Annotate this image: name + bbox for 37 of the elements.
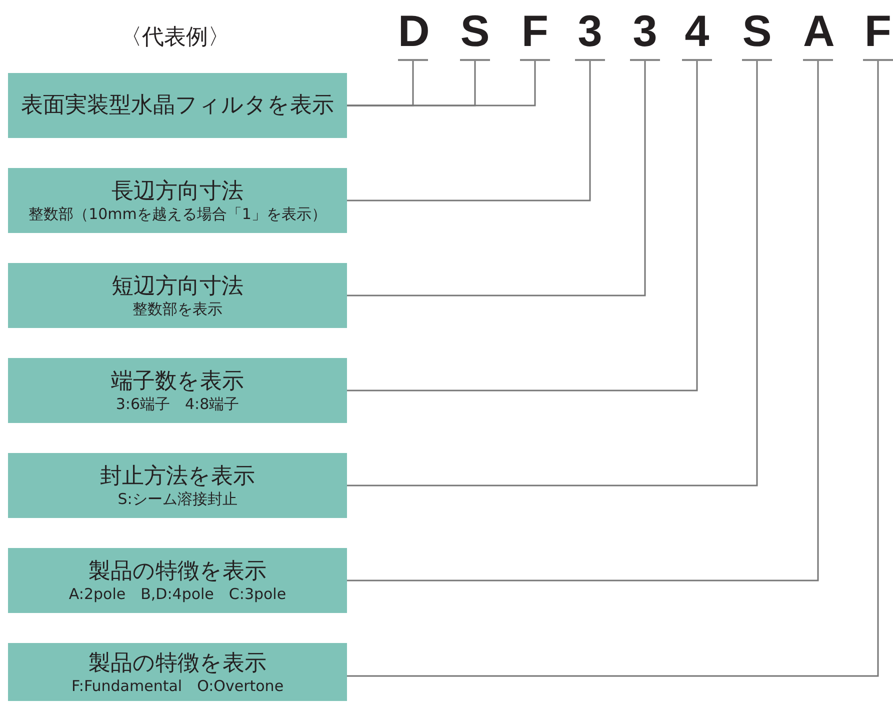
code-letter: 3 <box>630 9 660 61</box>
label-box <box>8 453 347 518</box>
box-heading: 短辺方向寸法 <box>112 273 244 301</box>
code-letter: F <box>863 9 893 61</box>
code-letter: A <box>803 9 833 61</box>
connector-line <box>347 61 879 677</box>
connector-line <box>347 61 819 582</box>
connector-line <box>347 61 758 486</box>
label-box <box>8 73 347 138</box>
box-note: S:シーム溶接封止 <box>118 491 238 508</box>
label-box <box>8 263 347 328</box>
connector-line <box>347 61 698 392</box>
box-heading: 端子数を表示 <box>111 368 244 396</box>
code-letter: S <box>742 9 772 61</box>
code-letter: D <box>398 9 428 61</box>
example-heading: 〈代表例〉 <box>120 24 230 52</box>
connector-line <box>347 61 591 202</box>
box-heading: 製品の特徴を表示 <box>88 558 266 586</box>
box-heading: 表面実装型水晶フィルタを表示 <box>21 92 334 120</box>
box-note: 整数部を表示 <box>132 301 222 318</box>
label-box <box>8 358 347 423</box>
connector-line <box>347 61 536 106</box>
box-note: A:2pole B,D:4pole C:3pole <box>68 586 286 603</box>
code-letter: S <box>460 9 490 61</box>
box-note: 整数部（10mmを越える場合「1」を表示） <box>28 206 326 223</box>
box-note: F:Fundamental O:Overtone <box>71 678 284 694</box>
code-letter: 3 <box>575 9 605 61</box>
connector-line <box>347 61 646 296</box>
label-box <box>8 168 347 233</box>
box-heading: 製品の特徴を表示 <box>88 650 266 678</box>
code-letter: 4 <box>682 9 712 61</box>
box-heading: 長辺方向寸法 <box>112 178 244 206</box>
label-box <box>8 548 347 613</box>
box-heading: 封止方法を表示 <box>100 463 255 491</box>
code-letter: F <box>520 9 550 61</box>
label-box <box>8 643 347 701</box>
box-note: 3:6端子 4:8端子 <box>116 396 240 413</box>
